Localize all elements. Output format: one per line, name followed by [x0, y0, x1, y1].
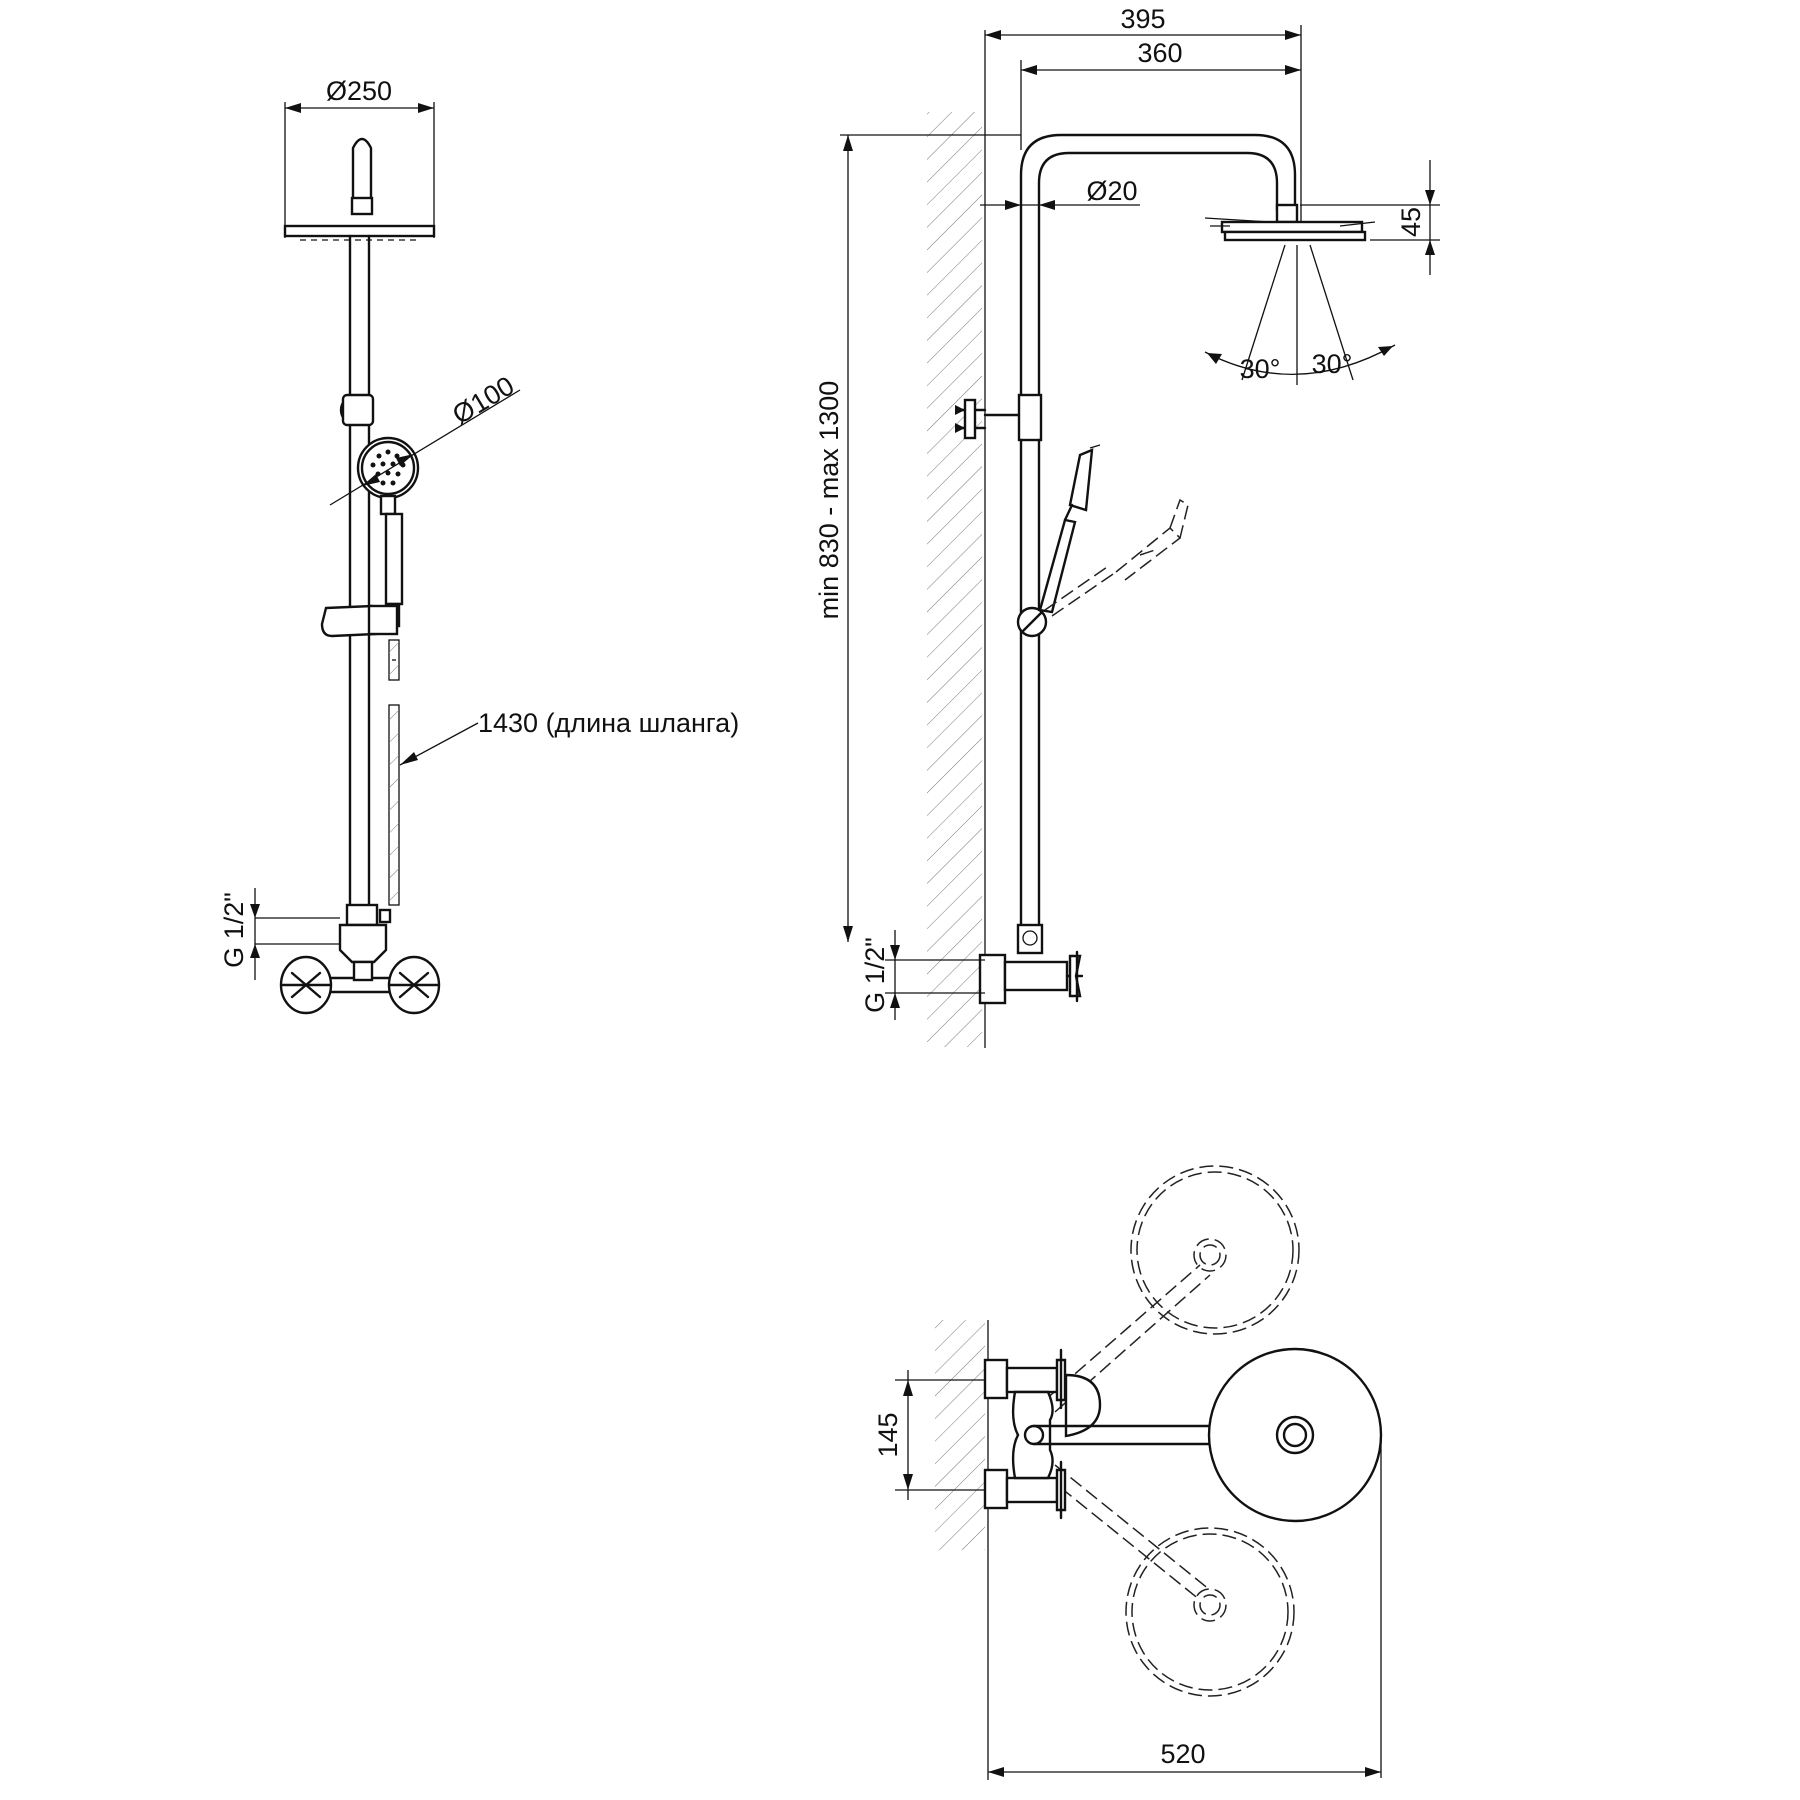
side-view: 395 360 Ø20 — [814, 4, 1440, 1048]
handle-left-front — [279, 955, 333, 1015]
front-thread-dimension: G 1/2" — [219, 888, 340, 980]
hand-shower-swing-top — [1044, 1165, 1300, 1697]
head-connector — [350, 196, 374, 216]
total-reach-dimension: 395 — [985, 4, 1302, 230]
hose — [388, 639, 400, 906]
side-thread-dimension: G 1/2" — [860, 930, 985, 1020]
front-shower-head — [283, 224, 436, 238]
wall-hatch — [927, 112, 982, 1047]
handle-right-front — [387, 955, 441, 1015]
column-inner — [1037, 151, 1279, 397]
side-thread-label: G 1/2" — [860, 937, 890, 1013]
total-depth-dimension: 520 — [988, 1435, 1382, 1778]
mixer-body-front — [338, 923, 388, 964]
spray-angle-left-label: 30° — [1240, 354, 1281, 384]
front-view: Ø250 — [219, 76, 739, 1015]
head-height-dimension: 45 — [1300, 160, 1440, 275]
spray-angle-right-label: 30° — [1312, 349, 1353, 379]
total-reach-label: 395 — [1120, 4, 1165, 34]
total-depth-label: 520 — [1160, 1739, 1205, 1769]
inlet-spacing-dimension: 145 — [873, 1370, 985, 1500]
front-arm — [351, 137, 373, 214]
hand-shower-front — [356, 436, 420, 628]
side-shower-head — [1220, 220, 1364, 234]
hand-shower-diameter-dimension: Ø100 — [329, 370, 521, 506]
height-range-dimension: min 830 - max 1300 — [814, 134, 1021, 942]
hand-shower-tilted — [1044, 498, 1189, 617]
column-outer — [1019, 133, 1297, 397]
arm-reach-label: 360 — [1137, 38, 1182, 68]
head-diameter-label: Ø250 — [326, 76, 392, 106]
arm-reach-dimension: 360 — [1020, 38, 1301, 150]
hand-shower-side — [1016, 444, 1101, 638]
height-range-label: min 830 - max 1300 — [814, 381, 844, 620]
head-height-label: 45 — [1396, 207, 1426, 237]
front-thread-label: G 1/2" — [219, 892, 249, 968]
pipe-diameter-dimension: Ø20 — [980, 176, 1140, 210]
top-wall-hatch — [935, 1320, 985, 1550]
diverter-side — [1016, 923, 1044, 955]
slide-bracket — [1017, 393, 1043, 442]
top-view: 145 520 — [873, 1165, 1383, 1780]
hand-shower-holder — [320, 604, 378, 638]
wall-connector-side — [978, 953, 1007, 1005]
hand-shower-diameter-label: Ø100 — [447, 370, 519, 430]
diverter-top — [1064, 1373, 1102, 1438]
hose-length-label: 1430 (длина шланга) — [478, 708, 739, 738]
inlet-top-upper — [983, 1358, 1009, 1400]
hose-length-callout: 1430 (длина шланга) — [399, 708, 739, 766]
diverter — [345, 903, 379, 927]
head-diameter-dimension: Ø250 — [284, 76, 435, 238]
inlet-spacing-label: 145 — [873, 1412, 903, 1457]
spray-angle: 30° 30° — [1204, 244, 1396, 385]
pipe-diameter-label: Ø20 — [1086, 176, 1137, 206]
mixer-body-side — [1003, 960, 1069, 992]
inlet-top-lower — [983, 1468, 1009, 1510]
head-connector-side — [1275, 203, 1299, 224]
